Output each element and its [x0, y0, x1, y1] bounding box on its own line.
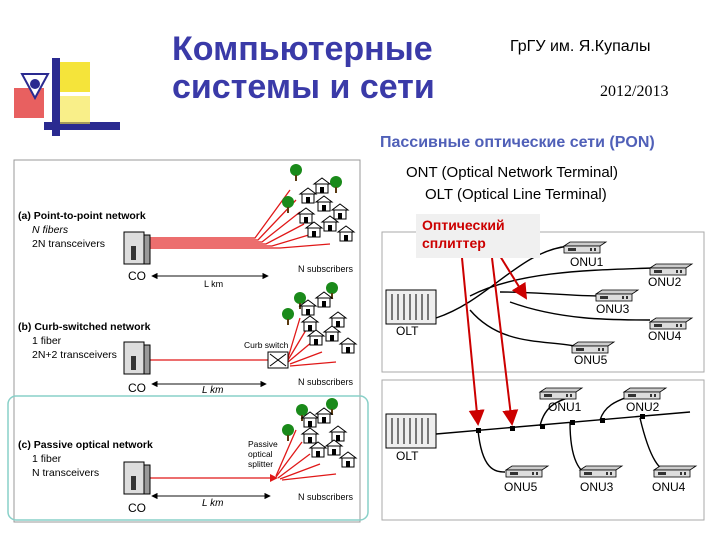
label-olt-top: OLT — [396, 324, 419, 338]
passive-splitter-mark — [270, 474, 278, 482]
a-line2: 2N transceivers — [32, 238, 105, 250]
olt-definition: OLT (Optical Line Terminal) — [425, 186, 607, 203]
onu4-bottom — [653, 465, 697, 478]
onu5-top — [571, 341, 615, 354]
co-building-a — [123, 231, 151, 265]
c-distance: L km — [202, 498, 224, 509]
c-line2: N transceivers — [32, 467, 99, 479]
splitter-callout: Оптический сплиттер — [416, 214, 540, 258]
label-onu3-top: ONU3 — [596, 302, 630, 316]
c-splitter-1: Passive — [248, 439, 278, 449]
label-onu1-bottom: ONU1 — [548, 400, 582, 414]
onu1-bottom — [539, 387, 583, 400]
label-onu2-top: ONU2 — [648, 275, 682, 289]
label-onu5-top: ONU5 — [574, 353, 608, 367]
a-subscribers: N subscribers — [298, 264, 354, 274]
c-line1: 1 fiber — [32, 453, 62, 465]
fibers-c — [150, 429, 337, 481]
onu2-bottom — [623, 387, 667, 400]
onu4-top — [649, 317, 693, 330]
label-onu4-bottom: ONU4 — [652, 480, 686, 494]
b-switch-label: Curb switch — [244, 340, 289, 350]
co-building-c — [123, 461, 151, 495]
university-logo — [14, 58, 120, 136]
co-building-b — [123, 341, 151, 375]
a-co: CO — [128, 269, 146, 283]
onu3-bottom — [579, 465, 623, 478]
heading-c: (c) Passive optical network — [18, 439, 153, 451]
a-line1: N fibers — [32, 224, 69, 236]
slide-subtitle: Пассивные оптические сети (PON) — [380, 134, 655, 151]
ont-definition: ONT (Optical Network Terminal) — [406, 164, 618, 181]
fibers-a — [150, 189, 331, 249]
title-line-2: системы и сети — [172, 68, 435, 106]
c-co: CO — [128, 501, 146, 515]
c-splitter-3: splitter — [248, 459, 273, 469]
b-line1: 1 fiber — [32, 335, 62, 347]
university-name: ГрГУ им. Я.Купалы — [510, 38, 651, 55]
label-olt-bottom: OLT — [396, 449, 419, 463]
label-onu2-bottom: ONU2 — [626, 400, 660, 414]
olt-bottom — [385, 413, 437, 449]
a-distance: L km — [204, 279, 223, 289]
title-line-1: Компьютерные — [172, 30, 433, 68]
onu1-top — [563, 241, 607, 254]
b-distance: L km — [202, 385, 224, 396]
slide-title: Компьютерные системы и сети — [172, 30, 492, 106]
label-onu5-bottom: ONU5 — [504, 480, 538, 494]
heading-a: (a) Point-to-point network — [18, 210, 146, 222]
onu5-bottom — [505, 465, 549, 478]
onu2-top — [649, 263, 693, 276]
label-onu1-top: ONU1 — [570, 255, 604, 269]
c-splitter-2: optical — [248, 449, 273, 459]
heading-b: (b) Curb-switched network — [18, 321, 151, 333]
splitter-arrows — [461, 255, 528, 426]
onu3-top — [595, 289, 639, 302]
top-tree-lines — [435, 245, 653, 347]
b-line2: 2N+2 transceivers — [32, 349, 117, 361]
label-onu3-bottom: ONU3 — [580, 480, 614, 494]
c-subscribers: N subscribers — [298, 492, 354, 502]
academic-year: 2012/2013 — [600, 83, 669, 100]
fibers-b — [150, 317, 337, 367]
b-co: CO — [128, 381, 146, 395]
pon-highlight-box — [7, 395, 369, 521]
olt-top — [385, 289, 437, 325]
label-onu4-top: ONU4 — [648, 329, 682, 343]
b-subscribers: N subscribers — [298, 377, 354, 387]
